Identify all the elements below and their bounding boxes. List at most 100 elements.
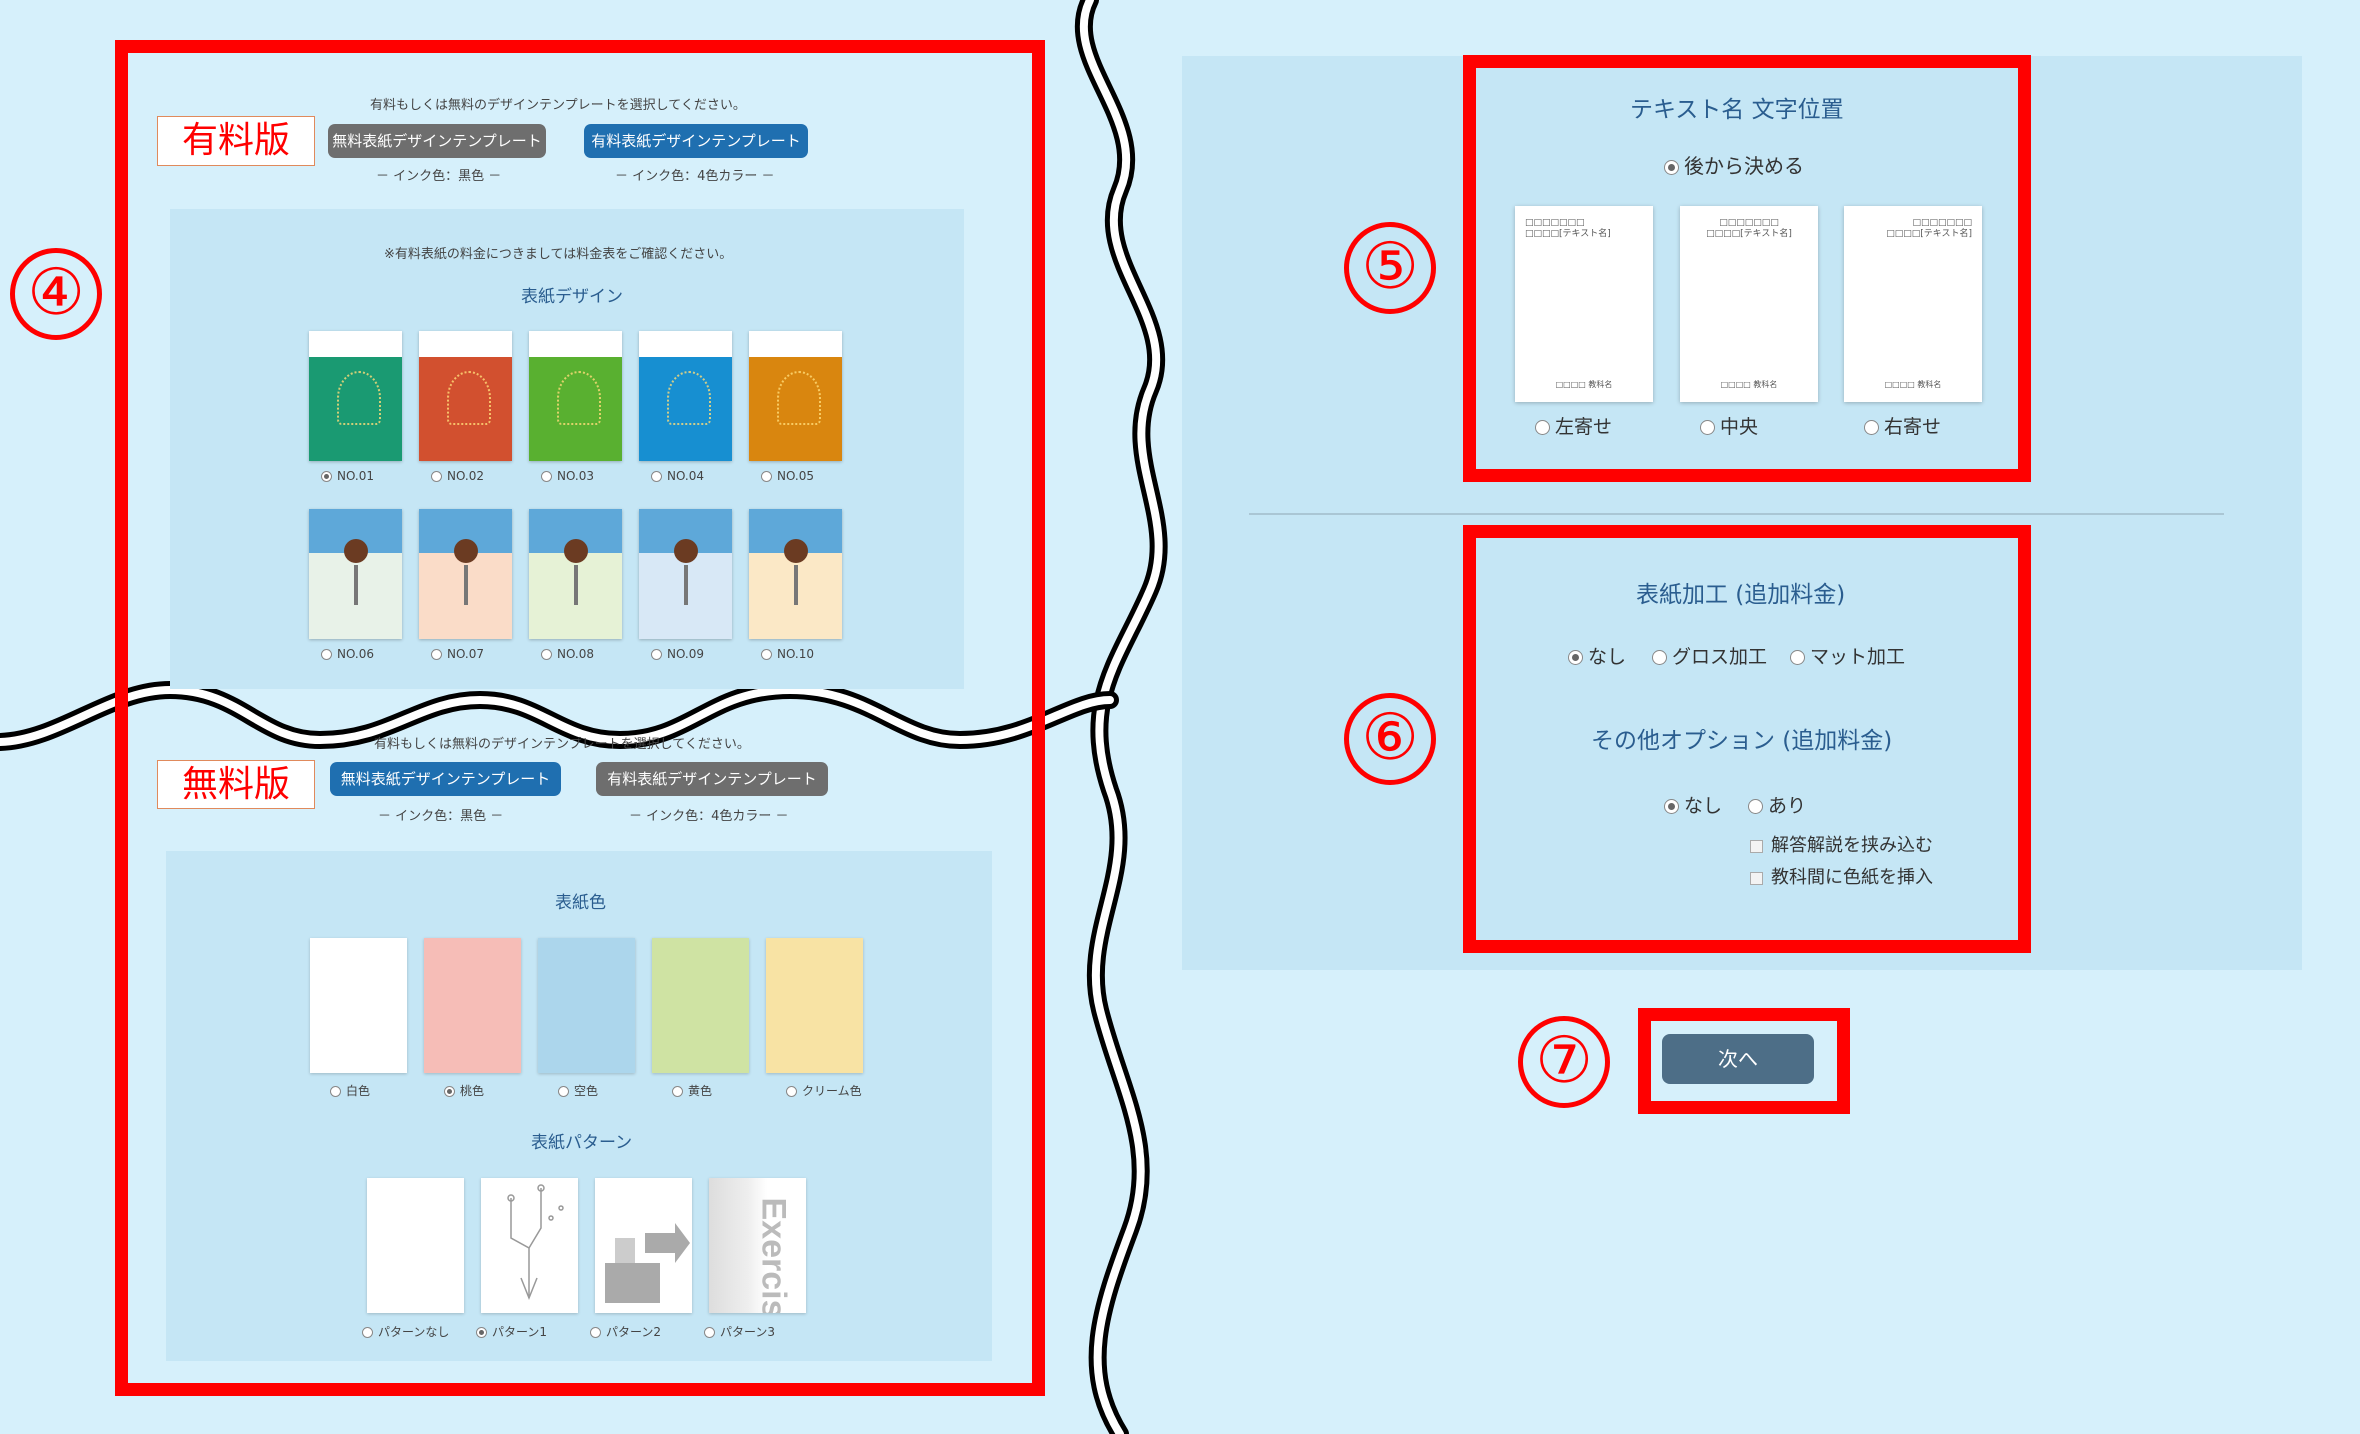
text-position-preview[interactable]: □□□□□□□□□□□[テキスト名]□□□□ 教科名 [1844, 206, 1982, 402]
pattern-radio[interactable] [590, 1327, 601, 1338]
design-option[interactable]: NO.04 [651, 469, 704, 483]
design-radio[interactable] [541, 649, 552, 660]
design-radio[interactable] [431, 471, 442, 482]
color-swatch[interactable] [766, 938, 863, 1073]
free-template-button-active[interactable]: 無料表紙デザインテンプレート [330, 762, 561, 796]
processing-option[interactable]: グロス加工 [1652, 642, 1767, 669]
highlight-box-4 [115, 40, 1045, 1396]
text-position-heading: テキスト名 文字位置 [1630, 97, 1844, 123]
design-thumbnail[interactable] [639, 509, 732, 639]
color-swatch[interactable] [652, 938, 749, 1073]
pattern-swatch[interactable] [481, 1178, 578, 1313]
design-radio[interactable] [321, 649, 332, 660]
pattern-swatch[interactable]: Exercise [709, 1178, 806, 1313]
design-radio[interactable] [761, 649, 772, 660]
pattern-option[interactable]: パターン3 [704, 1323, 775, 1340]
decide-later-radio[interactable] [1664, 160, 1679, 175]
insert-color-paper-checkbox[interactable] [1750, 871, 1763, 885]
pattern-swatch[interactable] [367, 1178, 464, 1313]
decide-later-option[interactable]: 後から決める [1664, 150, 1804, 179]
pattern-radio[interactable] [476, 1327, 487, 1338]
color-radio[interactable] [444, 1086, 455, 1097]
text-position-option[interactable]: 左寄せ [1535, 412, 1612, 439]
design-thumbnail[interactable] [309, 331, 402, 461]
color-option[interactable]: クリーム色 [786, 1082, 862, 1099]
processing-radio[interactable] [1652, 650, 1667, 665]
design-thumbnail[interactable] [419, 331, 512, 461]
processing-option[interactable]: なし [1568, 642, 1626, 669]
text-position-preview[interactable]: □□□□□□□□□□□[テキスト名]□□□□ 教科名 [1680, 206, 1818, 402]
design-option[interactable]: NO.05 [761, 469, 814, 483]
color-option[interactable]: 空色 [558, 1082, 598, 1099]
insert-answers-checkbox[interactable] [1750, 839, 1763, 853]
text-position-radio[interactable] [1700, 420, 1715, 435]
next-button[interactable]: 次へ [1662, 1034, 1814, 1084]
tree-graphic [667, 371, 711, 425]
design-thumbnail[interactable] [529, 331, 622, 461]
text-position-preview[interactable]: □□□□□□□□□□□[テキスト名]□□□□ 教科名 [1515, 206, 1653, 402]
pattern-option[interactable]: パターン1 [476, 1323, 547, 1340]
design-option[interactable]: NO.01 [321, 469, 374, 483]
paid-badge: 有料版 [157, 116, 315, 166]
processing-radio[interactable] [1790, 650, 1805, 665]
pattern-radio[interactable] [362, 1327, 373, 1338]
design-option[interactable]: NO.07 [431, 647, 484, 661]
design-radio[interactable] [541, 471, 552, 482]
processing-option[interactable]: マット加工 [1790, 642, 1905, 669]
color-radio[interactable] [330, 1086, 341, 1097]
color-swatch[interactable] [310, 938, 407, 1073]
paid-template-button[interactable]: 有料表紙デザインテンプレート [584, 124, 808, 158]
other-option[interactable]: なし [1664, 791, 1722, 818]
globe-graphic [784, 539, 808, 563]
design-option[interactable]: NO.09 [651, 647, 704, 661]
color-swatch[interactable] [424, 938, 521, 1073]
design-thumbnail[interactable] [309, 509, 402, 639]
color-radio[interactable] [786, 1086, 797, 1097]
color-option[interactable]: 桃色 [444, 1082, 484, 1099]
design-option[interactable]: NO.03 [541, 469, 594, 483]
text-position-radio[interactable] [1864, 420, 1879, 435]
pattern-option[interactable]: パターン2 [590, 1323, 661, 1340]
paid-ink-note: － インク色：4色カラー － [615, 169, 775, 184]
design-option[interactable]: NO.02 [431, 469, 484, 483]
design-radio[interactable] [321, 471, 332, 482]
globe-graphic [564, 539, 588, 563]
design-option[interactable]: NO.08 [541, 647, 594, 661]
color-heading: 表紙色 [555, 893, 606, 913]
paid-template-button-inactive[interactable]: 有料表紙デザインテンプレート [596, 762, 828, 796]
design-radio[interactable] [431, 649, 442, 660]
other-option[interactable]: あり [1748, 791, 1806, 818]
design-radio[interactable] [651, 649, 662, 660]
design-thumbnail[interactable] [639, 331, 732, 461]
design-radio[interactable] [651, 471, 662, 482]
design-heading: 表紙デザイン [521, 287, 623, 307]
color-swatch[interactable] [538, 938, 635, 1073]
design-radio[interactable] [761, 471, 772, 482]
design-thumbnail[interactable] [419, 509, 512, 639]
other-options-heading: その他オプション (追加料金) [1591, 728, 1893, 754]
insert-color-paper-option[interactable]: 教科間に色紙を挿入 [1750, 863, 1933, 889]
design-option[interactable]: NO.10 [761, 647, 814, 661]
color-option[interactable]: 黄色 [672, 1082, 712, 1099]
free-ink-note-2: － インク色：黒色 － [378, 809, 504, 824]
insert-answers-option[interactable]: 解答解説を挟み込む [1750, 831, 1933, 857]
design-thumbnail[interactable] [749, 331, 842, 461]
color-radio[interactable] [558, 1086, 569, 1097]
design-option[interactable]: NO.06 [321, 647, 374, 661]
color-option[interactable]: 白色 [330, 1082, 370, 1099]
other-option-radio[interactable] [1664, 799, 1679, 814]
text-position-radio[interactable] [1535, 420, 1550, 435]
pattern-option[interactable]: パターンなし [362, 1323, 449, 1340]
text-position-option[interactable]: 中央 [1700, 412, 1758, 439]
text-position-option[interactable]: 右寄せ [1864, 412, 1941, 439]
pattern-swatch[interactable] [595, 1178, 692, 1313]
tree-graphic [337, 371, 381, 425]
free-template-button[interactable]: 無料表紙デザインテンプレート [328, 124, 546, 158]
pattern-radio[interactable] [704, 1327, 715, 1338]
design-thumbnail[interactable] [529, 509, 622, 639]
processing-heading: 表紙加工 (追加料金) [1636, 582, 1846, 608]
other-option-radio[interactable] [1748, 799, 1763, 814]
design-thumbnail[interactable] [749, 509, 842, 639]
color-radio[interactable] [672, 1086, 683, 1097]
processing-radio[interactable] [1568, 650, 1583, 665]
